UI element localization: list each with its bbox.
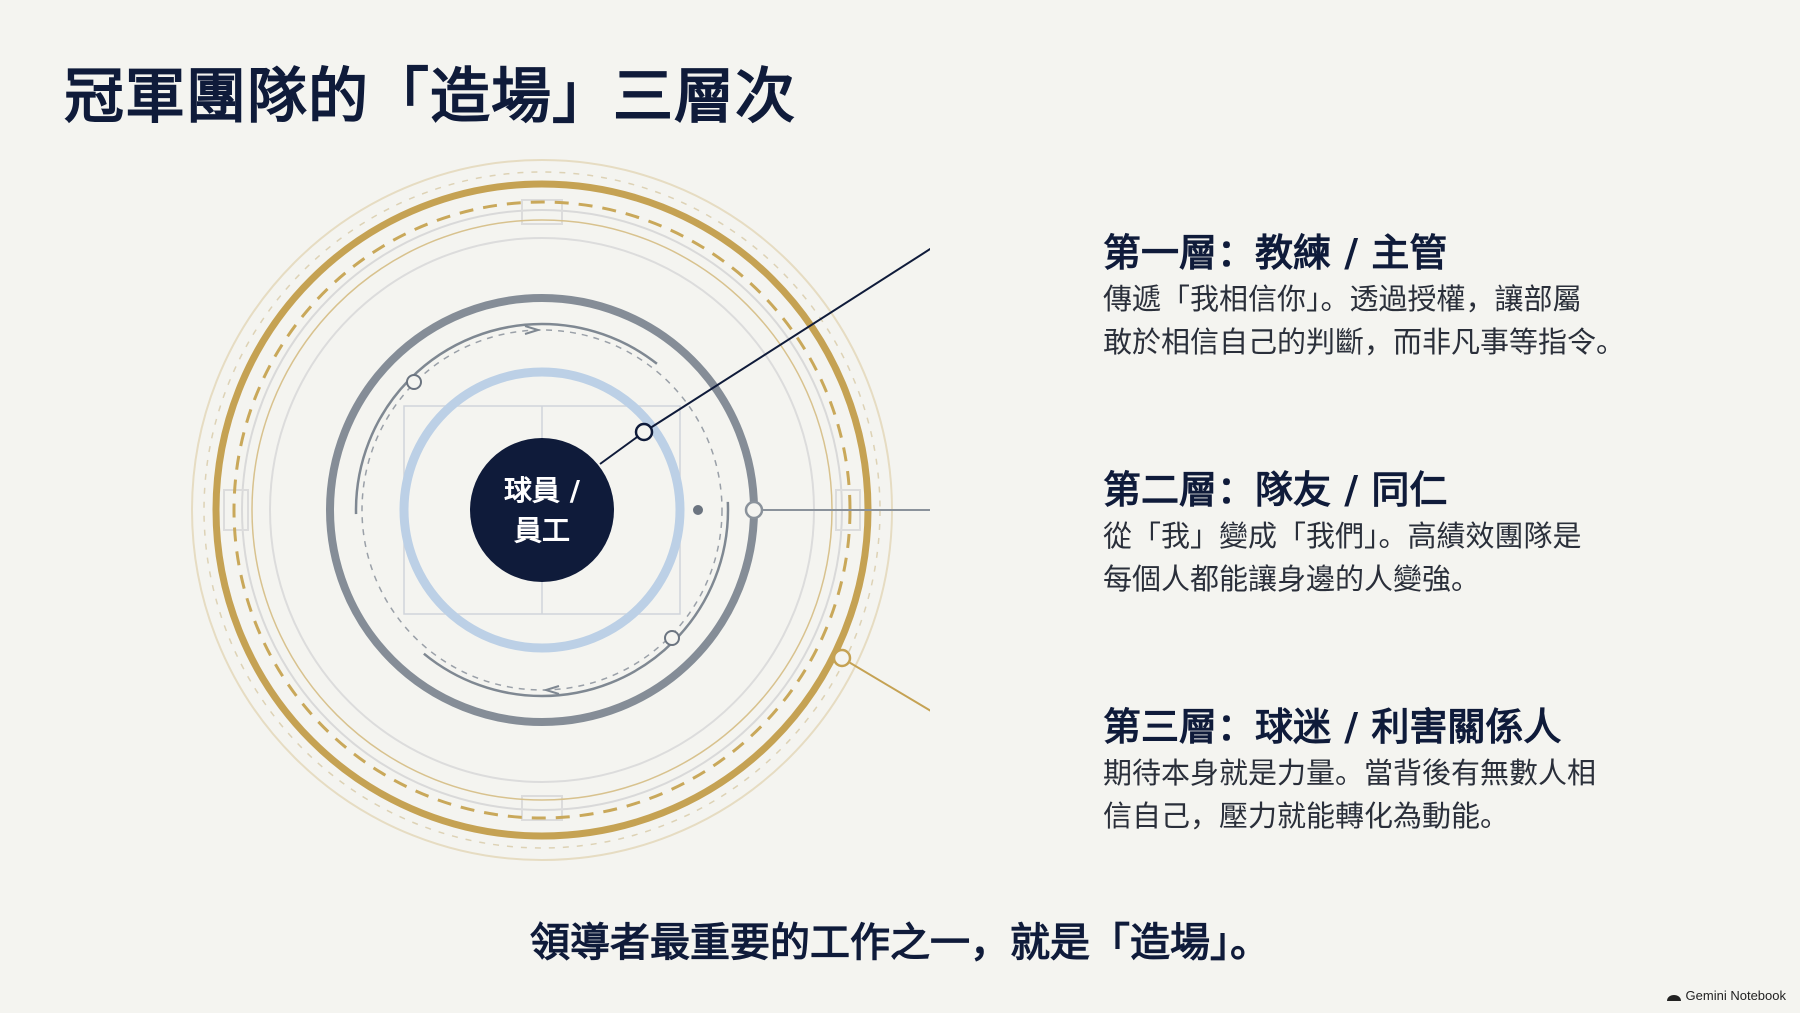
- stadium-block-left: [223, 489, 249, 531]
- layer-two-arrow-bottom: [542, 685, 560, 695]
- layer-two-arrow-top: [524, 325, 542, 335]
- connector-layer-three: [841, 657, 930, 712]
- layer-three-title: 第三層：球迷 / 利害關係人: [1103, 705, 1562, 749]
- connector-layer-two-anchor: [744, 500, 764, 520]
- core-label-line1: 球員 /: [504, 474, 581, 507]
- layer-two-node-b: [664, 630, 680, 646]
- layer-two-dashed-ring: [361, 329, 723, 691]
- brand-label: Gemini Notebook: [1685, 988, 1786, 1003]
- stadium-block-bottom: [521, 795, 563, 821]
- layer-two-node-c: [693, 505, 703, 515]
- layer-two-desc-line2: 每個人都能讓身邊的人變強。: [1103, 562, 1481, 596]
- notebook-logo-icon: [1666, 994, 1681, 1001]
- connector-layer-three-anchor: [832, 648, 852, 668]
- layer-three-desc-line1: 期待本身就是力量。當背後有無數人相: [1103, 756, 1597, 790]
- connector-layer-one: [599, 247, 930, 465]
- layer-one-desc-line2: 敢於相信自己的判斷，而非凡事等指令。: [1103, 325, 1626, 359]
- layer-three-desc-line2: 信自己，壓力就能轉化為動能。: [1103, 799, 1510, 833]
- stadium-block-top: [521, 199, 563, 225]
- layer-two-desc-line1: 從「我」變成「我們」。高績效團隊是: [1103, 519, 1582, 553]
- brand-badge: Gemini Notebook: [1666, 988, 1786, 1003]
- three-layer-circle-diagram: 球員 / 員工: [191, 159, 930, 861]
- footer-statement: 領導者最重要的工作之一，就是「造場」。: [530, 920, 1270, 966]
- core-label-line2: 員工: [514, 514, 570, 547]
- layer-one-ring: [399, 367, 685, 653]
- page-title: 冠軍團隊的「造場」三層次: [64, 62, 796, 132]
- core-circle: [470, 438, 614, 582]
- layer-one-title: 第一層：教練 / 主管: [1103, 231, 1448, 275]
- layer-one-desc-line1: 傳遞「我相信你」。透過授權，讓部屬: [1103, 282, 1582, 316]
- layer-two-title: 第二層：隊友 / 同仁: [1103, 468, 1448, 512]
- connector-layer-one-anchor: [634, 422, 654, 442]
- layer-two-node-a: [406, 374, 422, 390]
- layer-two-thin-ring: [354, 322, 730, 698]
